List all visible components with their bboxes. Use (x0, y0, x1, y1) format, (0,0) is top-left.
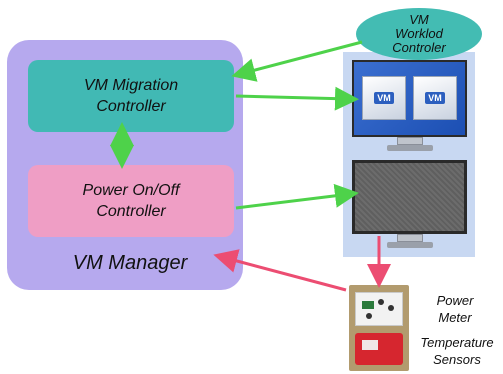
meter-socket-icon (388, 305, 394, 311)
vm-cube-icon: VM (362, 76, 406, 120)
power-on-off-controller-label: Power On/Off Controller (82, 182, 180, 220)
vm-workload-controller-ellipse: VM Worklod Controler (356, 8, 482, 60)
vm-manager-label: VM Manager (72, 252, 188, 274)
meter-socket-icon (378, 299, 384, 305)
arrow-migration-to-vm-host (235, 86, 359, 111)
power-meter-device (355, 292, 403, 326)
monitor-stand-neck (397, 137, 423, 145)
vm-cube-label: VM (425, 92, 445, 104)
monitor-stand-base (387, 145, 433, 151)
vm-migration-controller-label: VM Migration Controller (83, 77, 179, 115)
arrow-power-to-physical-host (235, 183, 359, 210)
meter-socket-icon (366, 313, 372, 319)
vm-cube-icon: VM (413, 76, 457, 120)
vm-cube-label: VM (374, 92, 394, 104)
physical-host-monitor (352, 160, 467, 234)
workload-line-2: Worklod (395, 26, 443, 41)
monitor-stand-base (387, 242, 433, 248)
temperature-sensor-screen (362, 340, 378, 350)
workload-line-3: Controler (392, 40, 446, 55)
vm-workload-controller-label: VM Worklod Controler (392, 13, 445, 55)
monitor-stand-neck (397, 234, 423, 242)
meter-display-icon (362, 301, 374, 309)
arrow-sensors-to-vm-manager (213, 249, 347, 292)
workload-line-1: VM (409, 12, 429, 27)
vm-migration-controller-box: VM Migration Controller (28, 60, 234, 132)
power-on-off-controller-box: Power On/Off Controller (28, 165, 234, 237)
temperature-sensors-label: Temperature Sensors (420, 335, 494, 367)
arrow-workload-to-migration (231, 40, 363, 82)
power-meter-label: Power Meter (436, 293, 474, 325)
